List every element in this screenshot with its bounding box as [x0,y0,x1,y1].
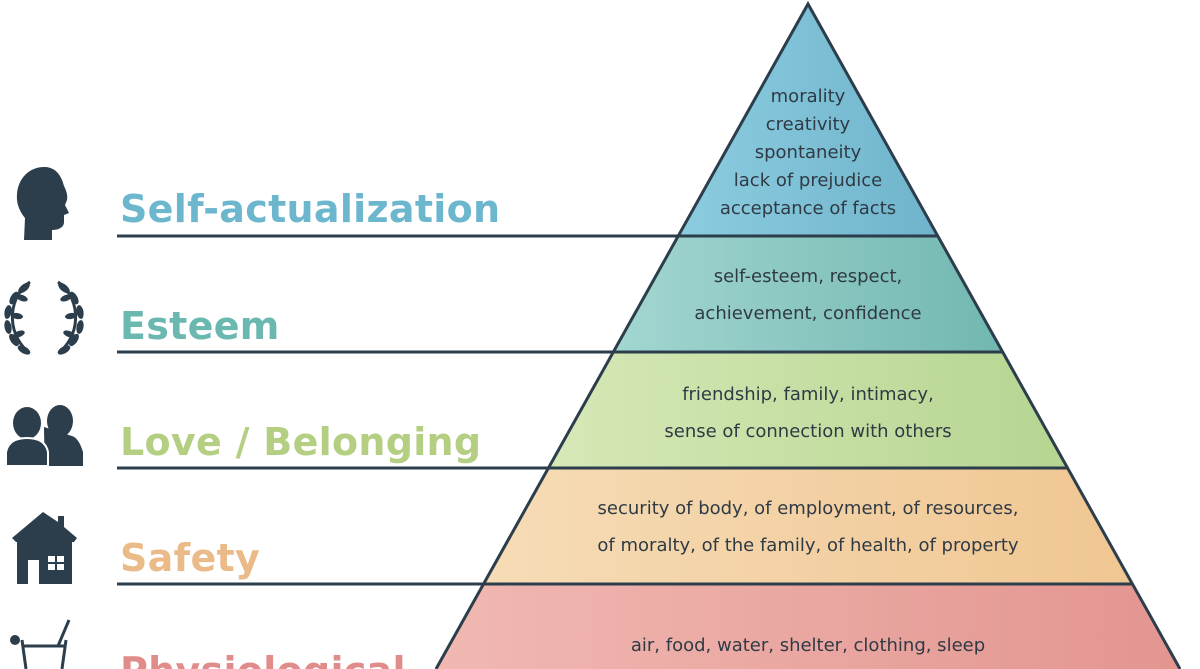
description-love-belonging-2: sense of connection with others [664,421,951,442]
description-safety-1: security of body, of employment, of reso… [598,498,1019,519]
pyramid-band-physiological [436,584,1180,669]
description-self-actualization-1: morality [771,86,846,107]
description-esteem-1: self-esteem, respect, [714,266,903,287]
level-name-self-actualization: Self-actualization [120,187,500,231]
description-self-actualization-2: creativity [766,114,851,135]
description-physiological-1: air, food, water, shelter, clothing, sle… [631,635,985,656]
drink-glass-icon [10,619,71,669]
head-profile-icon [16,166,69,240]
level-name-esteem: Esteem [120,304,280,348]
description-love-belonging-1: friendship, family, intimacy, [682,384,934,405]
pyramid-outline [434,0,1182,669]
level-name-love-belonging: Love / Belonging [120,420,481,464]
laurel-wreath-icon [4,280,84,355]
description-self-actualization-3: spontaneity [755,142,862,163]
pyramid-band-love-belonging [548,352,1068,468]
description-self-actualization-4: lack of prejudice [734,170,882,191]
pyramid-band-self-actualization [678,4,938,236]
description-safety-2: of moralty, of the family, of health, of… [597,535,1019,556]
level-name-safety: Safety [120,536,260,580]
pyramid-band-esteem [613,236,1003,352]
house-icon [12,512,77,584]
description-self-actualization-5: acceptance of facts [720,198,896,219]
pyramid-band-safety [483,468,1133,584]
level-name-physiological: Physiological [120,649,406,669]
couple-icon [5,405,83,467]
description-esteem-2: achievement, confidence [694,303,921,324]
